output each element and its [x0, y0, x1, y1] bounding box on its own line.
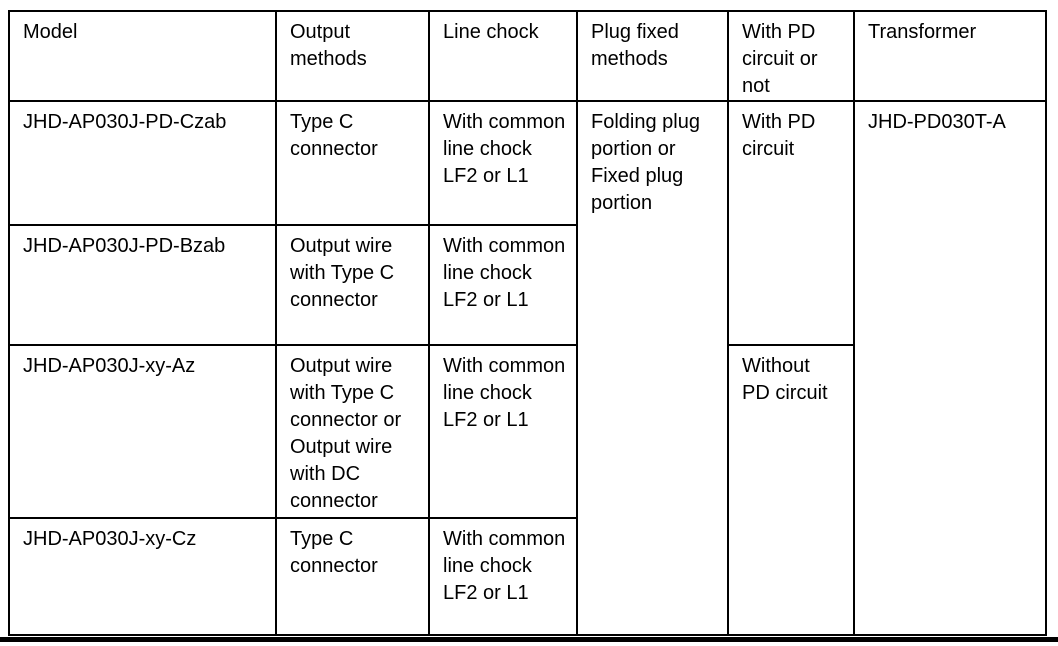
- table-row: JHD-AP030J-xy-Az Output wire with Type C…: [8, 344, 1046, 636]
- cell-plug-fixed-methods: Folding plug portion or Fixed plug porti…: [576, 100, 729, 636]
- cell-output-xy-cz: Type C connector: [275, 517, 430, 636]
- cell-chock-xy-cz: With common line chock LF2 or L1: [428, 517, 578, 636]
- model-spec-table: Model Output methods Line chock Plug fix…: [8, 10, 1047, 636]
- cell-model-xy-az: JHD-AP030J-xy-Az: [8, 344, 277, 519]
- table-header-row: Model Output methods Line chock Plug fix…: [8, 10, 1047, 102]
- cell-model-xy-cz: JHD-AP030J-xy-Cz: [8, 517, 277, 636]
- header-cell-plug-fixed-methods: Plug fixed methods: [576, 10, 729, 102]
- header-cell-model: Model: [8, 10, 277, 102]
- cell-model-bzab: JHD-AP030J-PD-Bzab: [8, 224, 277, 346]
- header-cell-output-methods: Output methods: [275, 10, 430, 102]
- table-row: JHD-AP030J-PD-Bzab Output wire with Type…: [8, 224, 1046, 346]
- header-cell-pd-circuit: With PD circuit or not: [727, 10, 855, 102]
- cell-model-czab: JHD-AP030J-PD-Czab: [8, 100, 277, 226]
- cell-chock-xy-az: With common line chock LF2 or L1: [428, 344, 578, 519]
- cell-chock-czab: With common line chock LF2 or L1: [428, 100, 578, 226]
- cell-output-czab: Type C connector: [275, 100, 430, 226]
- header-cell-line-chock: Line chock: [428, 10, 578, 102]
- table-row: JHD-AP030J-xy-Cz Type C connector With c…: [8, 517, 1046, 636]
- cell-output-bzab: Output wire with Type C connector: [275, 224, 430, 346]
- cell-output-xy-az: Output wire with Type C connector or Out…: [275, 344, 430, 519]
- horizontal-rule: [0, 637, 1058, 642]
- cell-transformer-model: JHD-PD030T-A: [853, 100, 1047, 636]
- header-cell-transformer: Transformer: [853, 10, 1047, 102]
- cell-chock-bzab: With common line chock LF2 or L1: [428, 224, 578, 346]
- table-row: JHD-AP030J-PD-Czab Type C connector With…: [8, 100, 1047, 636]
- cell-with-pd-circuit: With PD circuit: [727, 100, 855, 346]
- cell-without-pd-circuit: Without PD circuit: [727, 344, 855, 636]
